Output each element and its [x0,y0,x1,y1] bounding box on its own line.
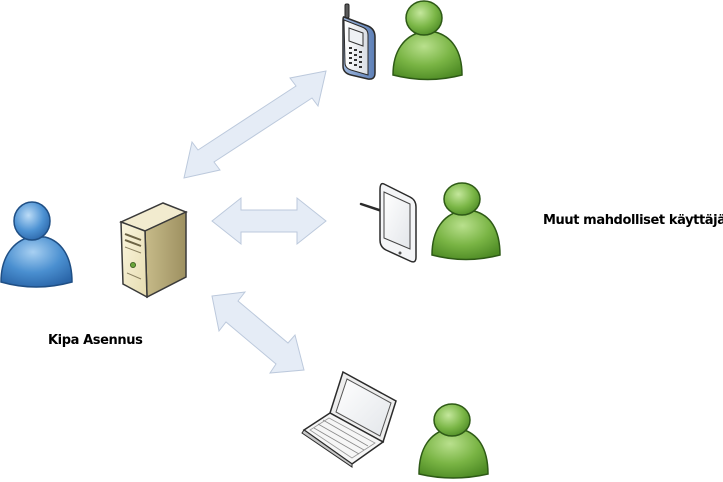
server-tower-icon [119,202,188,299]
user-laptop-icon [418,403,489,479]
laptop-icon [301,370,397,468]
arrow-server-tablet [211,196,327,246]
tablet-icon [359,182,417,263]
other-users-label: Muut mahdolliset käyttäjät [543,213,723,228]
admin-user-icon [0,201,73,288]
installation-label: Kipa Asennus [48,333,143,348]
arrow-server-laptop [211,291,305,374]
arrow-server-phone [183,70,327,179]
user-tablet-icon [431,182,501,261]
mobile-phone-icon [342,3,376,80]
user-phone-icon [392,0,463,81]
